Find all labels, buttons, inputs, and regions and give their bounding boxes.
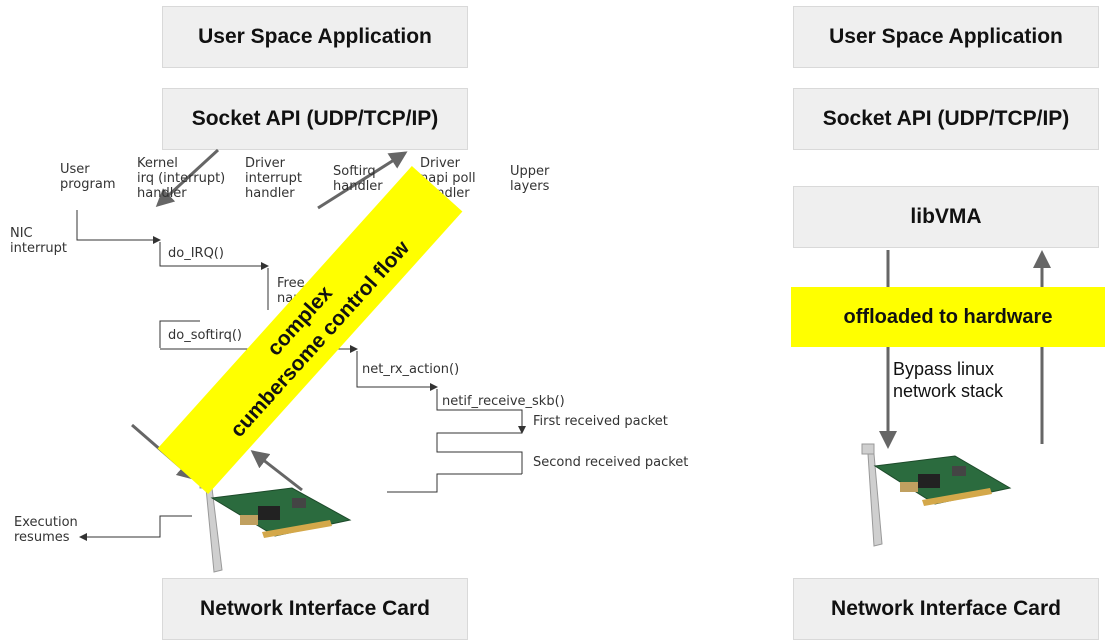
flow-line-netrx-to-netif [356,351,438,391]
flow-line-first-return [436,432,523,474]
step-netif-receive-skb: netif_receive_skb() [442,394,565,409]
flow-line-nic-to-irq [76,210,161,244]
step-do-softirq: do_softirq() [168,328,243,343]
arrow-socket-down [155,148,220,208]
flow-line-second-return [387,473,522,493]
right-socket-api-box: Socket API (UDP/TCP/IP) [793,88,1099,150]
offloaded-banner: offloaded to hardware [791,287,1105,347]
col-driver-interrupt: Driver interrupt handler [245,156,302,201]
right-user-space-box: User Space Application [793,6,1099,68]
step-net-rx-action: net_rx_action() [362,362,460,377]
bypass-label: Bypass linux network stack [893,358,1004,402]
left-nic-box: Network Interface Card [162,578,468,640]
arrow-up-to-socket [317,151,408,210]
right-nic-card-image [861,443,1012,547]
step-do-irq: do_IRQ() [168,246,224,261]
arrow-out-of-nic [250,450,303,492]
step-first-packet: First received packet [533,414,668,429]
nic-interrupt-label: NIC interrupt [10,226,67,256]
flow-line-netif-to-first [436,389,526,434]
left-nic-card-image [199,477,352,573]
col-kernel-irq: Kernel irq (interrupt) handler [137,156,226,201]
flow-line-to-execution [79,515,192,541]
step-second-packet: Second received packet [533,455,689,470]
execution-resumes-label: Execution resumes [14,515,78,545]
col-upper-layers: Upper layers [510,164,550,194]
col-user-program: User program [60,162,116,192]
left-user-space-box: User Space Application [162,6,468,68]
col-softirq: Softirq handler [333,164,383,194]
libvma-box: libVMA [793,186,1099,248]
left-socket-api-box: Socket API (UDP/TCP/IP) [162,88,468,150]
flow-line-to-softirq [159,320,200,348]
flow-line-irq-to-free [159,242,269,270]
right-nic-box: Network Interface Card [793,578,1099,640]
